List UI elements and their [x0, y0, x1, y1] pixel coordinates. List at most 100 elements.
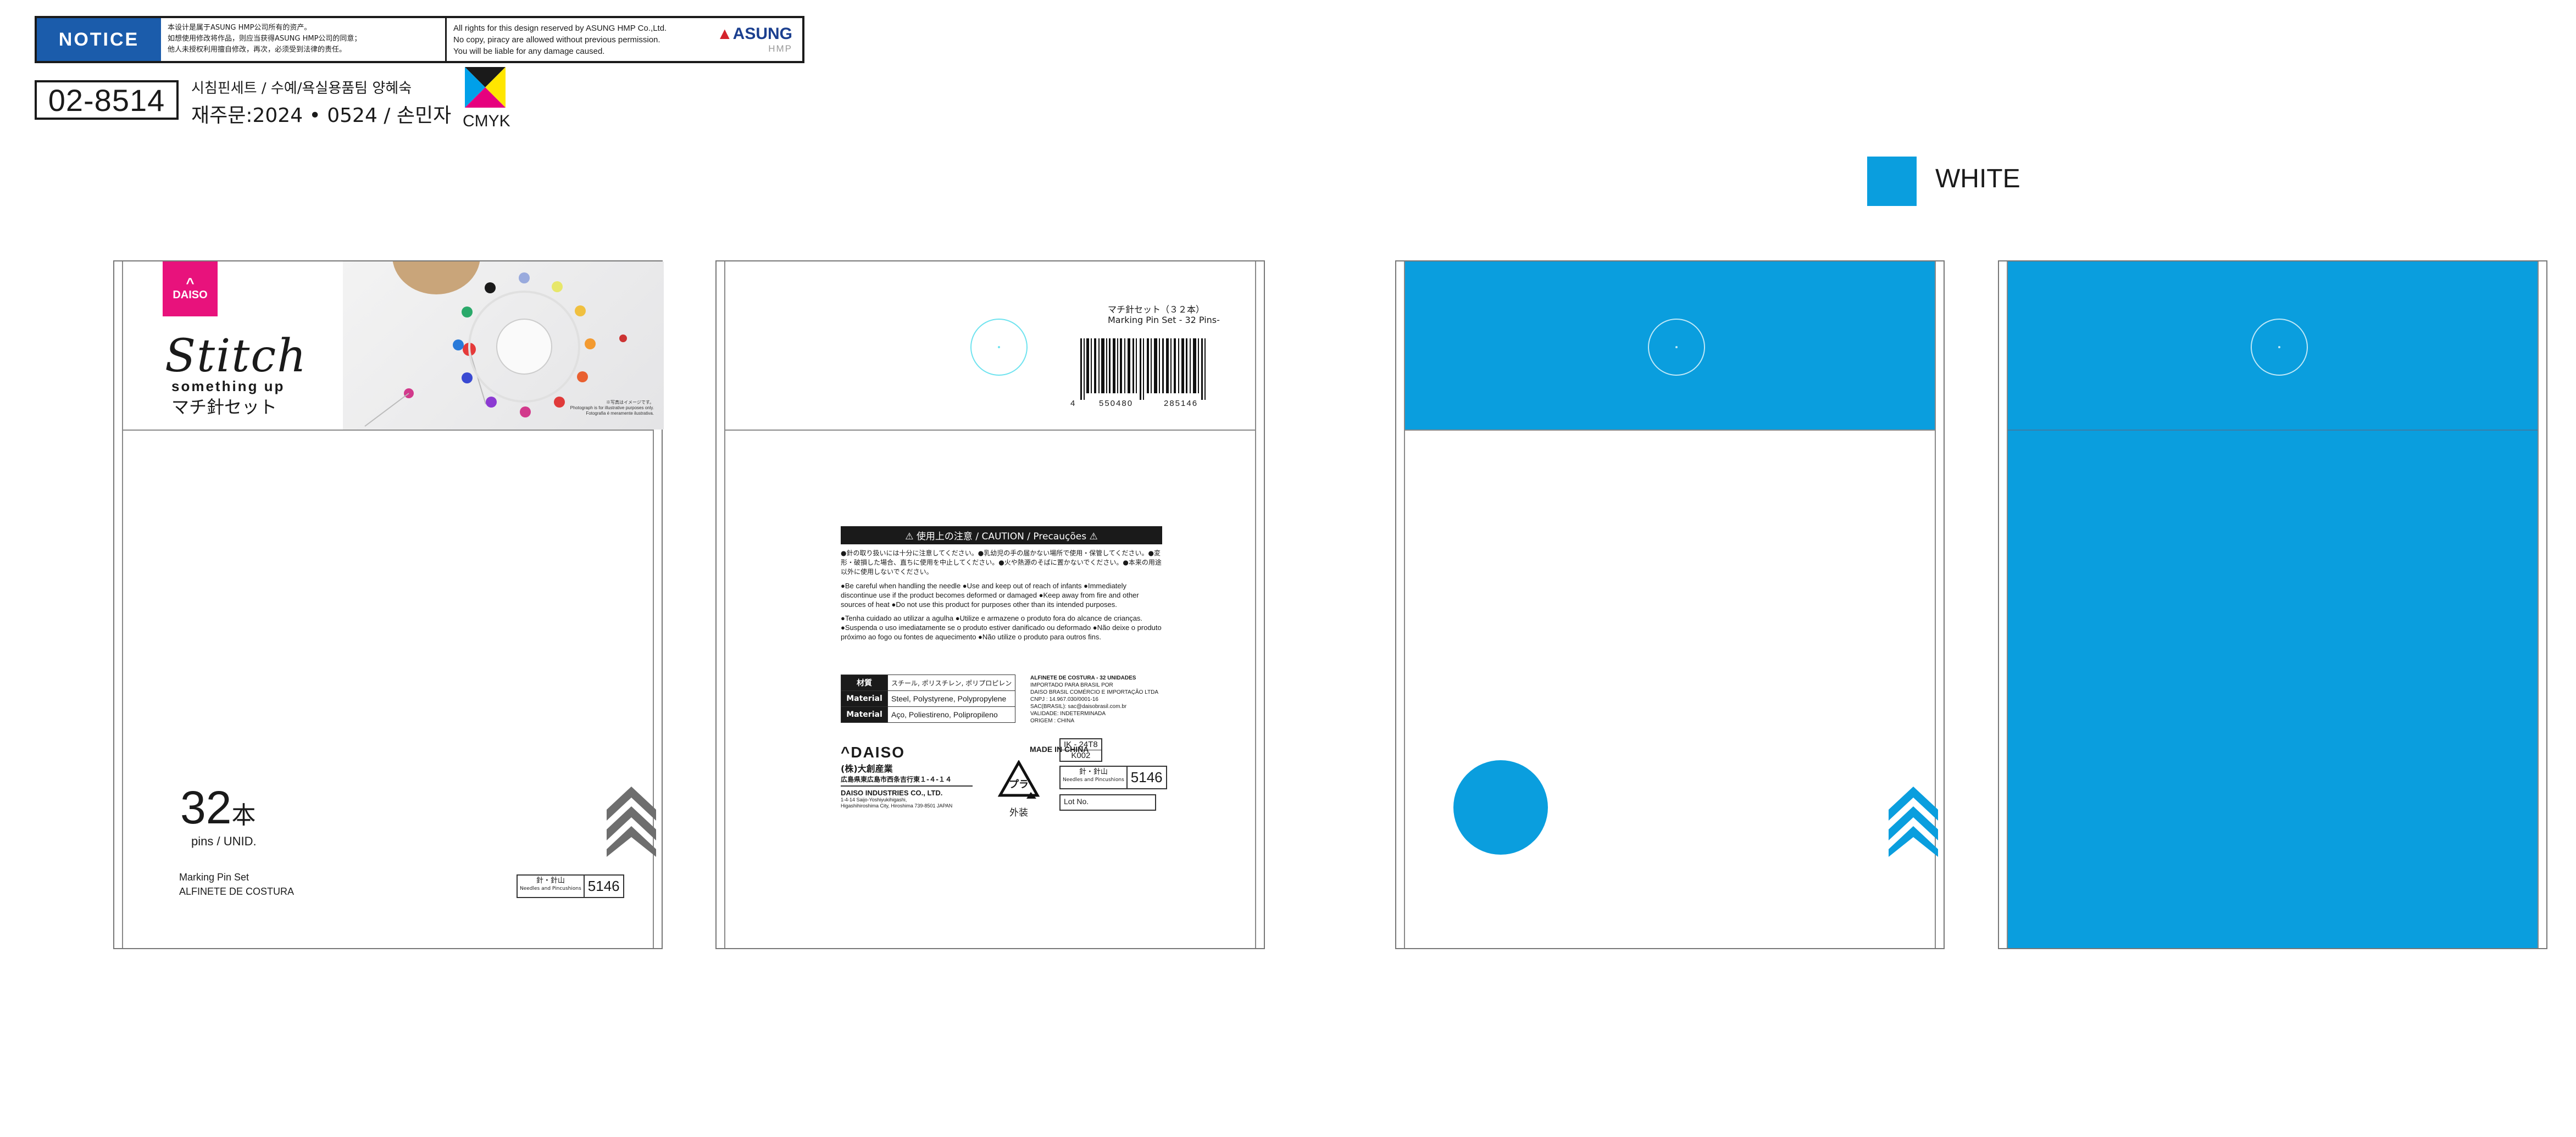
notice-cn-line: 他人未授权利用擅自修改，再次，必须受到法律的责任。: [168, 46, 347, 54]
lot-number-box: Lot No.: [1059, 794, 1156, 811]
company-address-en: Higashihiroshima City, Hiroshima 739-850…: [841, 803, 953, 809]
chevron-up-icon: [1889, 787, 1938, 857]
job-info-line1: 시침핀세트 / 수예/욕실용품팀 양혜숙: [191, 80, 412, 97]
hang-hole: [970, 319, 1028, 376]
k-code: K002: [1071, 751, 1091, 760]
caution-title: ⚠ 使用上の注意 / CAUTION / Precauções ⚠: [841, 526, 1162, 544]
asung-logo-sub: HMP: [768, 43, 792, 54]
importer-line: IMPORTADO PARA BRASIL POR: [1030, 682, 1113, 688]
pin-wheel-image: [364, 261, 627, 427]
photo-caption-line: Fotografia é meramente ilustrativa.: [586, 411, 654, 416]
caution-pt: ●Tenha cuidado ao utilizar a agulha ●Uti…: [841, 614, 1162, 641]
caution-en: ●Be careful when handling the needle ●Us…: [841, 582, 1139, 609]
daiso-badge-text: DAISO: [173, 288, 208, 301]
barcode-digits-mid: 550480: [1099, 399, 1134, 408]
notice-english: All rights for this design reserved by A…: [447, 18, 682, 61]
color-plate-front-body: [1404, 261, 1938, 948]
importer-line: CNPJ : 14.967.030/0001-16: [1030, 696, 1098, 703]
color-swatch-label: WHITE: [1935, 164, 2020, 193]
color-plate-back-body: [2007, 261, 2539, 948]
material-value: スチール, ポリスチレン, ポリプロピレン: [887, 675, 1016, 691]
category-code: 5146: [1130, 769, 1163, 785]
company-name-en: DAISO INDUSTRIES CO., LTD.: [841, 789, 943, 797]
asung-logo: ▲ASUNG HMP: [682, 18, 802, 61]
category-label-en: Needles and Pincushions: [1063, 777, 1124, 783]
category-label-jp: 針・針山: [536, 877, 565, 885]
cmyk-mark: CMYK: [463, 67, 510, 132]
photo-caption-line: ※写真はイメージです。: [606, 400, 654, 405]
hang-hole: [1648, 319, 1705, 376]
pin-count-number: 32: [180, 782, 232, 833]
job-number: 02-8514: [35, 80, 179, 120]
importer-line: VALIDADE: INDETERMINADA: [1030, 711, 1106, 717]
material-value: Steel, Polystyrene, Polypropylene: [887, 690, 1016, 707]
importer-line: SAC(BRASIL): sac@daisobrasil.com.br: [1030, 704, 1127, 710]
company-name-jp: (株)大創産業: [841, 763, 893, 774]
back-title: マチ針セット（３２本） Marking Pin Set - 32 Pins-: [1108, 304, 1220, 325]
company-block: ^DAISO (株)大創産業 広島県東広島市西条吉行東１-４-１４ DAISO …: [841, 744, 973, 809]
recycle-mark: プラ 外装: [997, 759, 1041, 818]
material-value: Aço, Poliestireno, Polipropileno: [887, 706, 1016, 723]
daiso-logo-text: DAISO: [851, 744, 906, 761]
item-code-box: IK - 24T8 K002: [1059, 738, 1102, 762]
recycle-mark-text: プラ: [1009, 779, 1029, 790]
notice-en-line: All rights for this design reserved by A…: [453, 24, 667, 33]
photo-caption-line: Photograph is for illustrative purposes …: [570, 405, 654, 410]
daiso-badge: ^ DAISO: [163, 261, 218, 316]
back-panel: マチ針セット（３２本） Marking Pin Set - 32 Pins- 4…: [715, 260, 1265, 949]
caution-jp: ●針の取り扱いには十分に注意してください。●乳幼児の手の届かない場所で使用・保管…: [841, 549, 1162, 576]
importer-line: ORIGEM : CHINA: [1030, 718, 1075, 724]
product-name-block: Marking Pin Set ALFINETE DE COSTURA: [179, 870, 294, 899]
cmyk-label: CMYK: [463, 112, 510, 130]
material-key: Material: [841, 706, 888, 723]
front-panel: ^ DAISO: [113, 260, 664, 949]
back-title-en: Marking Pin Set - 32 Pins-: [1108, 315, 1220, 325]
back-panel-body: マチ針セット（３２本） Marking Pin Set - 32 Pins- 4…: [724, 261, 1256, 948]
daiso-mark-icon: ^: [186, 274, 195, 291]
category-code: 5146: [587, 878, 620, 894]
material-key: Material: [841, 690, 888, 707]
ik-code: IK - 24T8: [1061, 739, 1101, 750]
company-address-jp: 広島県東広島市西条吉行東１-４-１４: [841, 774, 973, 787]
material-key: 材質: [841, 675, 888, 691]
pin-count: 32本 pins / UNID.: [180, 781, 257, 849]
brand-tagline: something up: [171, 378, 285, 394]
barcode-digits-right: 285146: [1164, 399, 1198, 408]
blue-circle-mark: [1453, 760, 1548, 855]
color-swatch: [1867, 157, 1917, 206]
barcode-image: [1080, 338, 1206, 400]
color-plate-back: [1998, 260, 2547, 949]
product-name-jp: マチ針セット: [171, 397, 277, 417]
category-label-en: Needles and Pincushions: [520, 886, 581, 891]
cmyk-icon: [465, 67, 506, 108]
company-address-en: 1-4-14 Saijo-Yoshiyukihigashi,: [841, 797, 907, 802]
notice-tag: NOTICE: [37, 18, 161, 61]
table-row: 材質スチール, ポリスチレン, ポリプロピレン: [841, 675, 1016, 691]
product-name-en: Marking Pin Set: [179, 872, 249, 883]
pin-count-unit: 本: [231, 801, 256, 829]
brand-logo: Stitch: [165, 330, 308, 382]
job-info: 시침핀세트 / 수예/욕실용품팀 양혜숙 재주문:2024 • 0524 / 손…: [191, 77, 451, 128]
copyright-notice: NOTICE 本设计是属于ASUNG HMP公司所有的资产。 如想使用修改将作品…: [35, 16, 804, 63]
fold-line: [725, 430, 1255, 431]
importer-title: ALFINETE DE COSTURA - 32 UNIDADES: [1030, 675, 1136, 681]
daiso-mark-icon: ^: [841, 744, 851, 761]
category-label-jp: 針・針山: [1079, 768, 1108, 776]
pin-count-sub: pins / UNID.: [191, 834, 257, 848]
importer-line: DAISO BRASIL COMÉRCIO E IMPORTAÇÃO LTDA: [1030, 689, 1159, 695]
notice-chinese: 本设计是属于ASUNG HMP公司所有的资产。 如想使用修改将作品，则应当获得A…: [161, 18, 447, 61]
made-in: MADE IN CHINA: [1030, 745, 1089, 754]
recycle-label: 外装: [1009, 807, 1028, 818]
notice-cn-line: 本设计是属于ASUNG HMP公司所有的资产。: [168, 24, 312, 32]
importer-info: ALFINETE DE COSTURA - 32 UNIDADES IMPORT…: [1030, 675, 1173, 724]
hang-hole: [2251, 319, 2308, 376]
notice-en-line: No copy, piracy are allowed without prev…: [453, 35, 660, 44]
back-title-jp: マチ針セット（３２本）: [1108, 304, 1205, 315]
fold-line: [2008, 430, 2538, 431]
